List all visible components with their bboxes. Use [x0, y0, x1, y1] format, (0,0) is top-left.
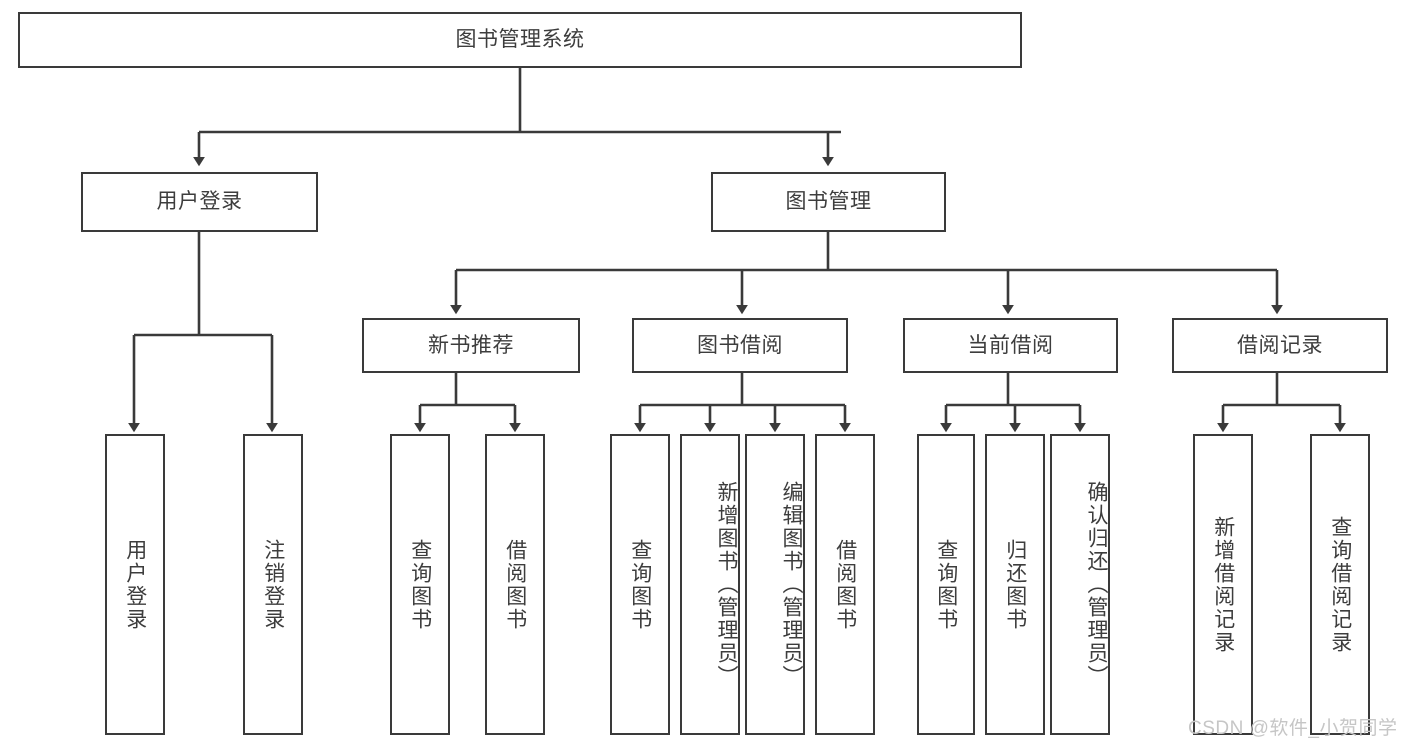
leaf-add-book-label: 新增图书（管理员）	[715, 481, 738, 688]
leaf-query-record-label: 查询借阅记录	[1328, 515, 1352, 654]
node-root-label: 图书管理系统	[455, 28, 585, 52]
leaf-query-book-2-label: 查询图书	[628, 538, 652, 631]
leaf-user-login[interactable]: 用户登录	[105, 434, 165, 735]
leaf-query-record[interactable]: 查询借阅记录	[1310, 434, 1370, 735]
node-borrow-record[interactable]: 借阅记录	[1172, 318, 1388, 373]
leaf-edit-book-label: 编辑图书（管理员）	[780, 481, 803, 688]
node-new-book-recommend-label: 新书推荐	[428, 333, 514, 357]
leaf-query-book-3-label: 查询图书	[934, 538, 958, 631]
leaf-query-book-3[interactable]: 查询图书	[917, 434, 975, 735]
node-book-borrow-label: 图书借阅	[697, 333, 783, 357]
node-new-book-recommend[interactable]: 新书推荐	[362, 318, 580, 373]
leaf-logout[interactable]: 注销登录	[243, 434, 303, 735]
leaf-confirm-return-label: 确认归还（管理员）	[1085, 481, 1108, 688]
node-book-borrow[interactable]: 图书借阅	[632, 318, 848, 373]
node-book-management-label: 图书管理	[785, 190, 872, 214]
node-current-borrow[interactable]: 当前借阅	[903, 318, 1118, 373]
leaf-query-book-1-label: 查询图书	[408, 538, 432, 631]
leaf-add-book[interactable]: 新增图书（管理员）	[680, 434, 740, 735]
node-book-management[interactable]: 图书管理	[711, 172, 946, 232]
leaf-return-book-label: 归还图书	[1003, 538, 1027, 631]
node-borrow-record-label: 借阅记录	[1237, 333, 1323, 357]
leaf-borrow-book-1[interactable]: 借阅图书	[485, 434, 545, 735]
node-root[interactable]: 图书管理系统	[18, 12, 1022, 68]
leaf-user-login-label: 用户登录	[123, 538, 147, 631]
watermark-text: CSDN @软件_小贺同学	[1188, 718, 1398, 739]
node-current-borrow-label: 当前借阅	[967, 333, 1054, 357]
node-user-login[interactable]: 用户登录	[81, 172, 318, 232]
node-user-login-label: 用户登录	[156, 190, 243, 214]
leaf-return-book[interactable]: 归还图书	[985, 434, 1045, 735]
leaf-borrow-book-1-label: 借阅图书	[503, 538, 527, 631]
leaf-add-record[interactable]: 新增借阅记录	[1193, 434, 1253, 735]
leaf-logout-label: 注销登录	[261, 538, 285, 631]
leaf-borrow-book-2[interactable]: 借阅图书	[815, 434, 875, 735]
leaf-borrow-book-2-label: 借阅图书	[833, 538, 857, 631]
leaf-add-record-label: 新增借阅记录	[1211, 515, 1235, 654]
leaf-edit-book[interactable]: 编辑图书（管理员）	[745, 434, 805, 735]
leaf-query-book-1[interactable]: 查询图书	[390, 434, 450, 735]
leaf-query-book-2[interactable]: 查询图书	[610, 434, 670, 735]
leaf-confirm-return[interactable]: 确认归还（管理员）	[1050, 434, 1110, 735]
